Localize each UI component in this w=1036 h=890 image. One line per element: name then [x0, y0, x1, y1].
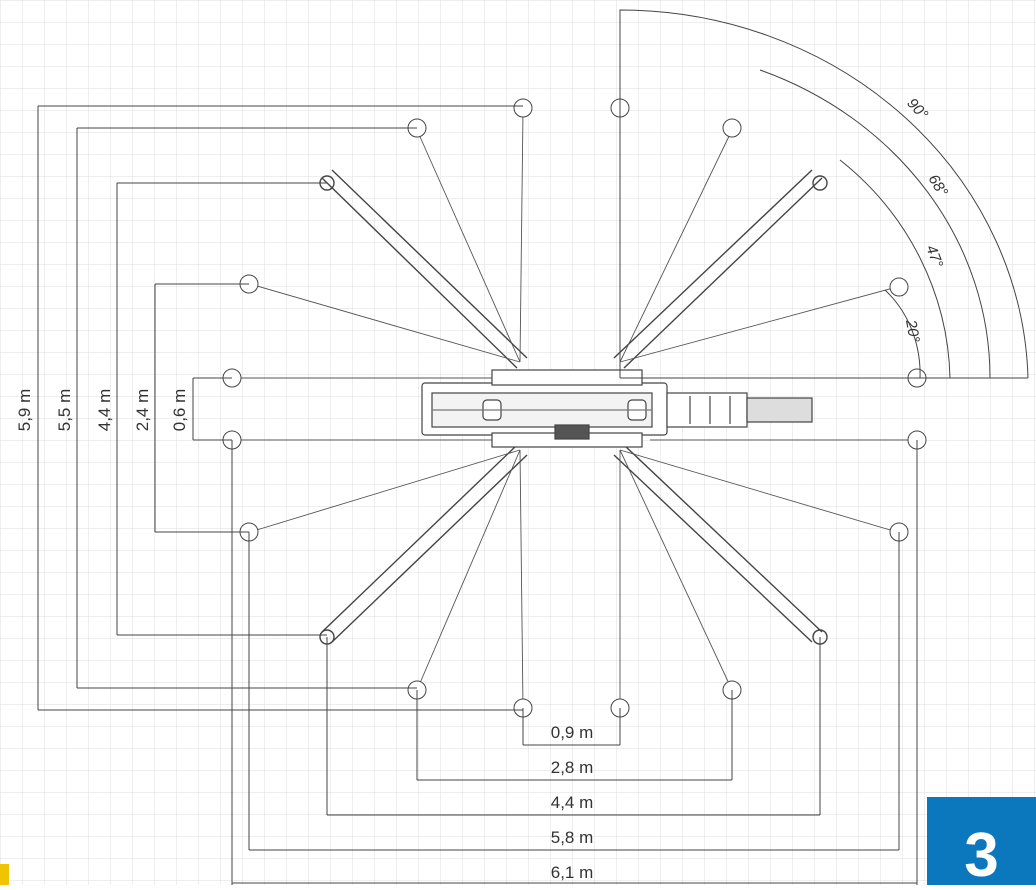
corner-accent-mark: [0, 864, 9, 885]
horizontal-dimensions: [231, 440, 918, 885]
dim-label-6-1: 6,1 m: [551, 863, 594, 882]
angle-arcs: [619, 9, 1029, 379]
angle-label-20: 20°: [902, 318, 923, 344]
angle-label-47: 47°: [922, 243, 946, 270]
dim-label-0-9: 0,9 m: [551, 723, 594, 742]
dim-label-4-4-v: 4,4 m: [95, 389, 114, 432]
dim-label-2-4: 2,4 m: [133, 389, 152, 432]
dim-label-5-9: 5,9 m: [15, 389, 34, 432]
page-number-badge: 3: [927, 797, 1036, 890]
dim-label-2-8: 2,8 m: [551, 758, 594, 777]
outrigger-arm-top-right: [613, 169, 828, 369]
machine-body: [421, 369, 813, 448]
dim-label-4-4-h: 4,4 m: [551, 793, 594, 812]
dim-label-0-6: 0,6 m: [170, 389, 189, 432]
dim-label-5-8: 5,8 m: [551, 828, 594, 847]
vertical-dimensions: [37, 105, 523, 711]
dim-label-5-5: 5,5 m: [55, 389, 74, 432]
page-number: 3: [964, 821, 999, 890]
